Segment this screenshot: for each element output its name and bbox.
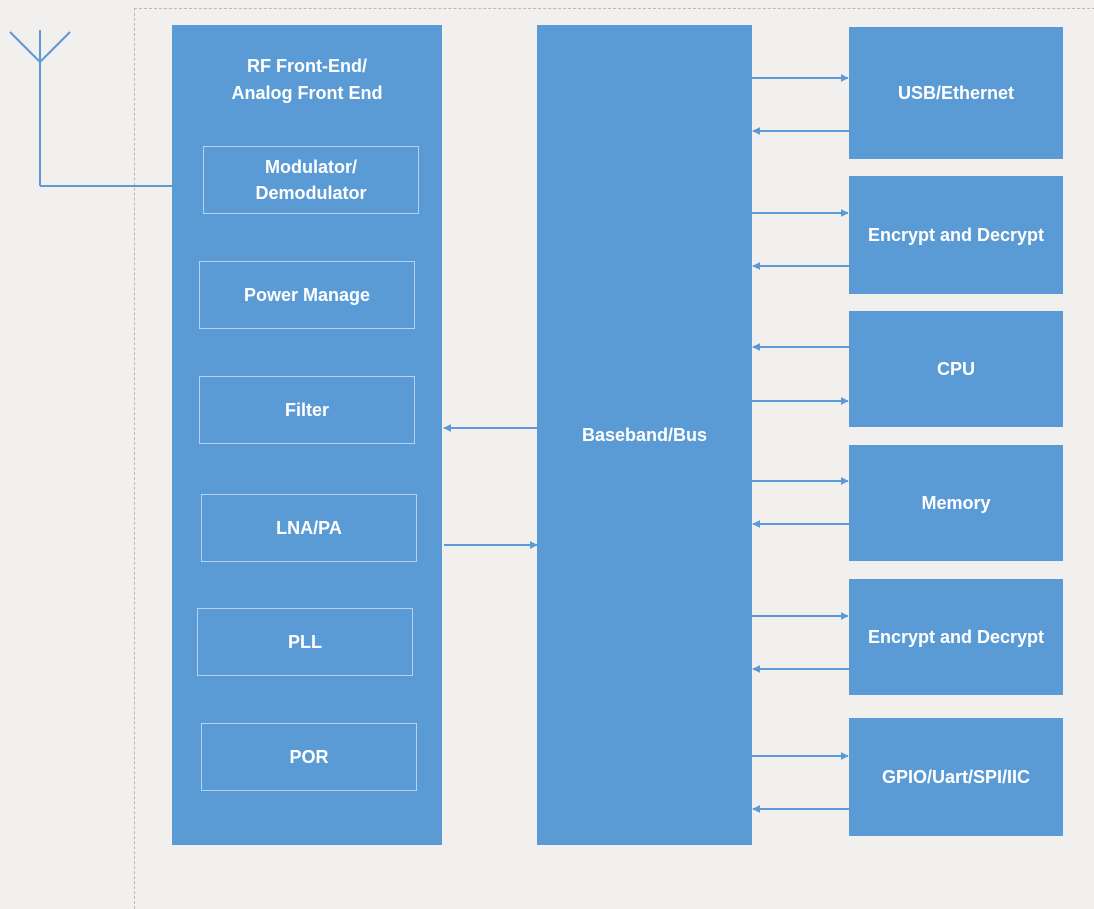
- usb-ethernet-label: USB/Ethernet: [897, 82, 1014, 103]
- rf-title-line-1: RF Front-End/: [247, 56, 367, 76]
- rf-title-line-2: Analog Front End: [231, 83, 383, 103]
- lna-pa-label: LNA/PA: [276, 518, 342, 538]
- encrypt-decrypt-block-2: Encrypt and Decrypt: [849, 579, 1063, 695]
- pll-block: PLL: [197, 608, 413, 676]
- gpio-uart-spi-iic-block: GPIO/Uart/SPI/IIC: [849, 718, 1063, 836]
- filter-block: Filter: [199, 376, 415, 444]
- memory-block: Memory: [849, 445, 1063, 561]
- power-manage-block: Power Manage: [199, 261, 415, 329]
- cpu-block: CPU: [849, 311, 1063, 427]
- baseband-bus-label: Baseband/Bus: [581, 424, 708, 445]
- modulator-label-line-1: Modulator/: [264, 157, 357, 177]
- encrypt-decrypt-label-2: Encrypt and Decrypt: [867, 626, 1045, 647]
- baseband-bus-block: Baseband/Bus: [537, 25, 752, 845]
- modulator-demodulator-block: Modulator/ Demodulator: [203, 146, 419, 214]
- usb-ethernet-block: USB/Ethernet: [849, 27, 1063, 159]
- encrypt-decrypt-block-1: Encrypt and Decrypt: [849, 176, 1063, 294]
- gpio-uart-spi-iic-label: GPIO/Uart/SPI/IIC: [881, 766, 1031, 787]
- connectors-layer: [9, 30, 849, 813]
- rf-front-end-title: RF Front-End/ Analog Front End: [172, 53, 442, 107]
- lna-pa-block: LNA/PA: [201, 494, 417, 562]
- por-block: POR: [201, 723, 417, 791]
- pll-label: PLL: [288, 632, 322, 652]
- modulator-label-line-2: Demodulator: [255, 183, 367, 203]
- por-label: POR: [289, 747, 329, 767]
- power-manage-label: Power Manage: [243, 285, 371, 305]
- cpu-label: CPU: [936, 358, 975, 379]
- encrypt-decrypt-label-1: Encrypt and Decrypt: [867, 224, 1045, 245]
- antenna-icon: [9, 30, 172, 187]
- filter-label: Filter: [284, 400, 329, 420]
- memory-label: Memory: [921, 492, 991, 513]
- block-diagram: RF Front-End/ Analog Front End Modulator…: [9, 8, 1094, 909]
- dashed-frame: [134, 8, 1094, 909]
- rf-front-end-block: RF Front-End/ Analog Front End: [172, 25, 442, 845]
